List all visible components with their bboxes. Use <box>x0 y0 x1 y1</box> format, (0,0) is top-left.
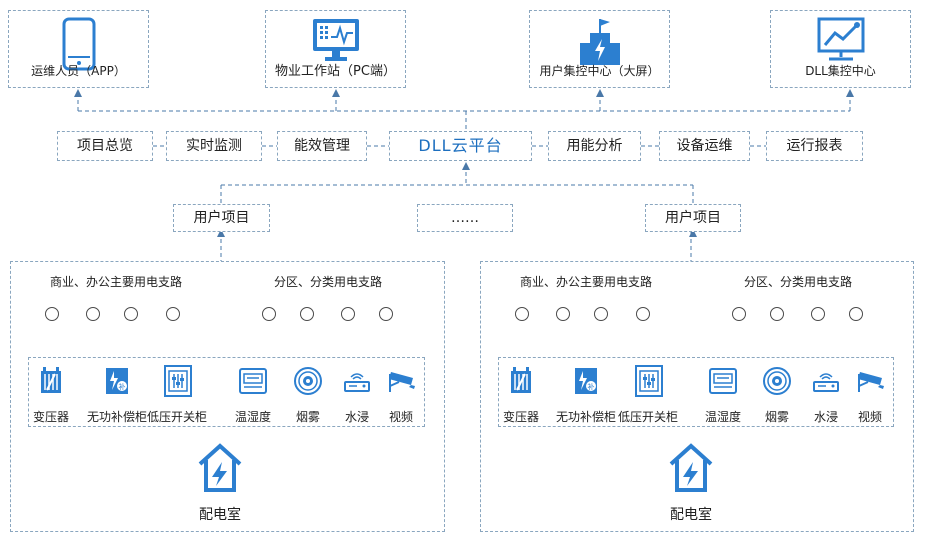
smoke-detector-icon <box>763 367 791 395</box>
smoke-detector-icon <box>294 367 322 395</box>
device-label: 水浸 <box>813 410 838 424</box>
device-label: 低压开关柜 <box>146 410 207 424</box>
branch-node <box>594 307 608 321</box>
thermometer-icon <box>239 368 267 394</box>
branch-node <box>732 307 746 321</box>
room-label: 配电室 <box>670 507 712 523</box>
terminal-big-screen: 用户集控中心（大屏） <box>529 10 670 88</box>
device-panel-left <box>28 357 425 427</box>
branch-node <box>556 307 570 321</box>
device-label: 温湿度 <box>234 410 271 424</box>
device-label: 无功补偿柜 <box>555 410 616 424</box>
transformer-icon <box>41 367 61 393</box>
branch-group-zone: 分区、分类用电支路 <box>274 275 383 289</box>
branch-node <box>300 307 314 321</box>
user-project-left: 用户项目 <box>173 204 270 232</box>
substation-house-icon <box>669 443 713 492</box>
branch-group-main: 商业、办公主要用电支路 <box>50 275 183 289</box>
substation-house-icon <box>198 443 242 492</box>
branch-node <box>770 307 784 321</box>
water-sensor-icon <box>344 373 370 392</box>
module-equipment-maintenance: 设备运维 <box>659 131 750 161</box>
device-label: 水浸 <box>344 410 369 424</box>
device-label: 烟雾 <box>295 410 320 424</box>
terminal-label: 用户集控中心（大屏） <box>539 64 660 78</box>
user-project-more: …… <box>417 204 513 232</box>
terminal-label: DLL集控中心 <box>805 64 876 78</box>
switchgear-icon <box>635 365 663 397</box>
device-label: 无功补偿柜 <box>86 410 147 424</box>
room-label: 配电室 <box>199 507 241 523</box>
branch-node <box>45 307 59 321</box>
camera-icon <box>389 372 415 392</box>
branch-node <box>379 307 393 321</box>
terminal-app: 运维人员（APP） <box>8 10 149 88</box>
module-realtime-monitoring: 实时监测 <box>166 131 262 161</box>
branch-node <box>849 307 863 321</box>
user-project-right: 用户项目 <box>645 204 741 232</box>
device-label: 视频 <box>857 410 882 424</box>
svg-text:补: 补 <box>119 382 126 391</box>
platform-center: DLL云平台 <box>389 131 532 161</box>
device-label: 变压器 <box>502 410 539 424</box>
module-project-overview: 项目总览 <box>57 131 153 161</box>
terminal-label: 物业工作站（PC端） <box>275 64 396 79</box>
module-efficiency-management: 能效管理 <box>277 131 367 161</box>
branch-node <box>166 307 180 321</box>
branch-node <box>515 307 529 321</box>
smartphone-icon <box>62 17 95 71</box>
branch-node <box>341 307 355 321</box>
terminal-label: 运维人员（APP） <box>31 64 126 78</box>
branch-node <box>262 307 276 321</box>
branch-node <box>811 307 825 321</box>
module-energy-analysis: 用能分析 <box>548 131 641 161</box>
module-operation-report: 运行报表 <box>766 131 863 161</box>
svg-text:补: 补 <box>588 382 595 391</box>
branch-node <box>86 307 100 321</box>
device-label: 低压开关柜 <box>617 410 678 424</box>
capacitor-cabinet-icon: 补 <box>106 368 128 394</box>
switchgear-icon <box>164 365 192 397</box>
water-sensor-icon <box>813 373 839 392</box>
device-label: 变压器 <box>32 410 69 424</box>
capacitor-cabinet-icon: 补 <box>575 368 597 394</box>
branch-node <box>636 307 650 321</box>
camera-icon <box>858 372 884 392</box>
branch-node <box>124 307 138 321</box>
monitor-icon <box>312 19 359 61</box>
transformer-icon <box>511 367 531 393</box>
terminal-pc: 物业工作站（PC端） <box>265 10 406 88</box>
thermometer-icon <box>709 368 737 394</box>
device-label: 视频 <box>388 410 413 424</box>
trend-chart-icon <box>817 17 864 61</box>
device-label: 烟雾 <box>764 410 789 424</box>
branch-group-zone: 分区、分类用电支路 <box>744 275 853 289</box>
building-icon <box>579 19 620 65</box>
terminal-dll-center: DLL集控中心 <box>770 10 911 88</box>
branch-group-main: 商业、办公主要用电支路 <box>520 275 653 289</box>
device-label: 温湿度 <box>704 410 741 424</box>
